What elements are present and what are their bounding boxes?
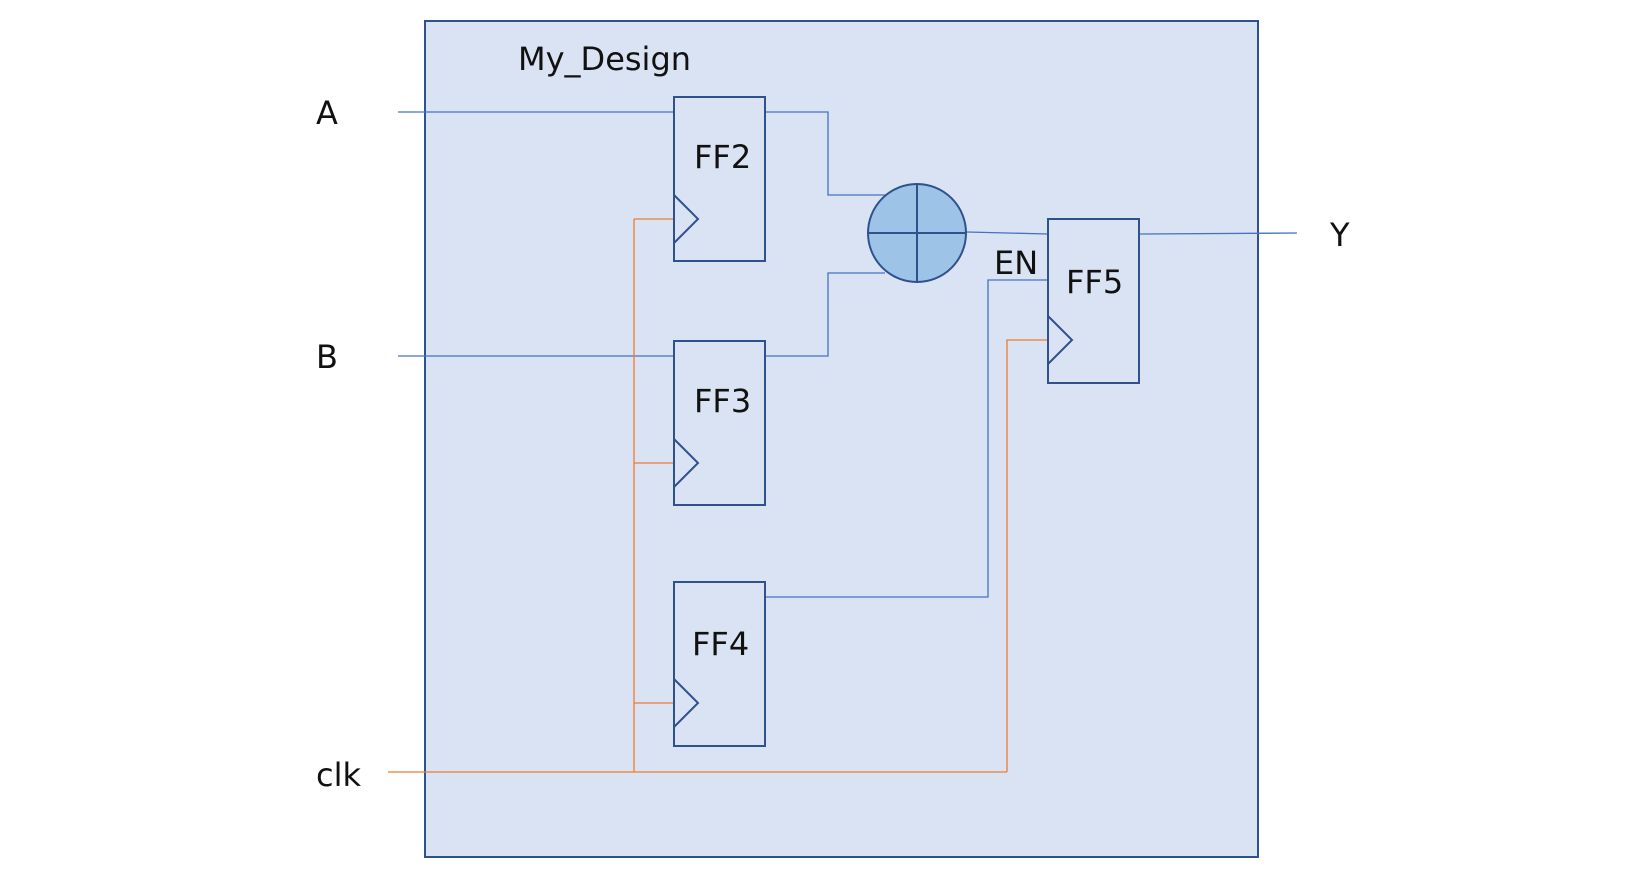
ff2-clock-triangle	[673, 194, 700, 244]
ff4-clock-triangle	[673, 678, 700, 728]
wire-ff2-to-gate	[765, 111, 885, 196]
ff3-block: FF3	[673, 340, 766, 506]
ff4-label: FF4	[692, 625, 749, 663]
port-label-b: B	[316, 338, 338, 376]
port-label-y: Y	[1329, 216, 1350, 254]
wire-ff3-to-gate	[765, 272, 885, 357]
ff3-label: FF3	[694, 382, 751, 420]
ff3-clock-triangle	[673, 438, 700, 488]
design-title: My_Design	[518, 40, 691, 78]
ff5-label: FF5	[1066, 263, 1123, 301]
port-label-a: A	[316, 94, 338, 132]
ff2-block: FF2	[673, 96, 766, 262]
ff5-clock-triangle	[1047, 315, 1074, 365]
wire-ff5-to-y	[1139, 232, 1298, 235]
clk-to-ff5	[1006, 339, 1048, 772]
ff5-block: FF5	[1047, 218, 1140, 384]
design-boundary	[424, 20, 1259, 858]
enable-label: EN	[994, 244, 1038, 282]
combine-gate-icon	[867, 183, 967, 283]
wire-gate-to-ff5	[966, 231, 1049, 235]
data-wires	[398, 111, 1298, 598]
clock-wires	[388, 218, 1048, 773]
wire-ff4-to-ff5-en	[765, 279, 1048, 598]
port-label-clk: clk	[316, 756, 361, 794]
ff2-label: FF2	[694, 138, 751, 176]
ff4-block: FF4	[673, 581, 766, 747]
